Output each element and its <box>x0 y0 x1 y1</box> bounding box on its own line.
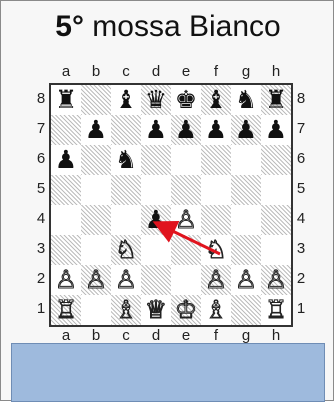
square-b5[interactable] <box>81 175 111 205</box>
square-g5[interactable] <box>231 175 261 205</box>
rank-label: 8 <box>295 85 307 113</box>
square-b1[interactable] <box>81 295 111 325</box>
white-pawn-icon[interactable]: ♙ <box>201 265 231 295</box>
square-h4[interactable] <box>261 205 291 235</box>
file-label: a <box>52 63 80 81</box>
square-g3[interactable] <box>231 235 261 265</box>
white-pawn-icon[interactable]: ♙ <box>111 265 141 295</box>
rank-label: 2 <box>35 265 47 293</box>
square-c5[interactable] <box>111 175 141 205</box>
square-d3[interactable] <box>141 235 171 265</box>
square-a7[interactable] <box>51 115 81 145</box>
white-pawn-icon[interactable]: ♙ <box>51 265 81 295</box>
file-label: f <box>202 63 230 81</box>
black-bishop-icon[interactable]: ♝ <box>201 85 231 115</box>
white-bishop-icon[interactable]: ♗ <box>201 295 231 325</box>
black-bishop-icon[interactable]: ♝ <box>111 85 141 115</box>
white-knight-icon[interactable]: ♘ <box>201 235 231 265</box>
square-b3[interactable] <box>81 235 111 265</box>
page-title: 5° mossa Bianco <box>1 9 334 45</box>
square-h5[interactable] <box>261 175 291 205</box>
black-pawn-icon[interactable]: ♟ <box>141 205 171 235</box>
black-pawn-icon[interactable]: ♟ <box>81 115 111 145</box>
file-label: d <box>142 63 170 81</box>
square-d2[interactable] <box>141 265 171 295</box>
rank-label: 4 <box>295 205 307 233</box>
footer-bar <box>11 343 325 402</box>
black-queen-icon[interactable]: ♛ <box>141 85 171 115</box>
rank-label: 5 <box>35 175 47 203</box>
file-label: g <box>232 63 260 81</box>
white-rook-icon[interactable]: ♖ <box>51 295 81 325</box>
file-label: c <box>112 63 140 81</box>
square-e3[interactable] <box>171 235 201 265</box>
white-rook-icon[interactable]: ♖ <box>261 295 291 325</box>
black-pawn-icon[interactable]: ♟ <box>201 115 231 145</box>
square-f5[interactable] <box>201 175 231 205</box>
white-knight-icon[interactable]: ♘ <box>111 235 141 265</box>
square-a5[interactable] <box>51 175 81 205</box>
black-king-icon[interactable]: ♚ <box>171 85 201 115</box>
white-queen-icon[interactable]: ♕ <box>141 295 171 325</box>
black-rook-icon[interactable]: ♜ <box>261 85 291 115</box>
white-pawn-icon[interactable]: ♙ <box>171 205 201 235</box>
black-rook-icon[interactable]: ♜ <box>51 85 81 115</box>
square-b6[interactable] <box>81 145 111 175</box>
square-e6[interactable] <box>171 145 201 175</box>
rank-label: 7 <box>35 115 47 143</box>
square-f4[interactable] <box>201 205 231 235</box>
square-c4[interactable] <box>111 205 141 235</box>
square-d6[interactable] <box>141 145 171 175</box>
square-g1[interactable] <box>231 295 261 325</box>
rank-label: 1 <box>295 295 307 323</box>
square-b8[interactable] <box>81 85 111 115</box>
file-label: h <box>262 63 290 81</box>
square-g4[interactable] <box>231 205 261 235</box>
move-number: 5° <box>55 10 84 43</box>
rank-label: 4 <box>35 205 47 233</box>
black-pawn-icon[interactable]: ♟ <box>141 115 171 145</box>
white-bishop-icon[interactable]: ♗ <box>111 295 141 325</box>
rank-label: 2 <box>295 265 307 293</box>
rank-label: 7 <box>295 115 307 143</box>
black-knight-icon[interactable]: ♞ <box>111 145 141 175</box>
black-knight-icon[interactable]: ♞ <box>231 85 261 115</box>
rank-label: 6 <box>35 145 47 173</box>
file-label: b <box>82 63 110 81</box>
square-e2[interactable] <box>171 265 201 295</box>
square-e5[interactable] <box>171 175 201 205</box>
square-f6[interactable] <box>201 145 231 175</box>
white-king-icon[interactable]: ♔ <box>171 295 201 325</box>
white-pawn-icon[interactable]: ♙ <box>231 265 261 295</box>
square-c7[interactable] <box>111 115 141 145</box>
rank-label: 3 <box>35 235 47 263</box>
square-b4[interactable] <box>81 205 111 235</box>
white-pawn-icon[interactable]: ♙ <box>81 265 111 295</box>
file-label: e <box>172 63 200 81</box>
move-side-label: mossa Bianco <box>92 10 280 43</box>
square-a3[interactable] <box>51 235 81 265</box>
square-h6[interactable] <box>261 145 291 175</box>
black-pawn-icon[interactable]: ♟ <box>231 115 261 145</box>
rank-label: 5 <box>295 175 307 203</box>
rank-label: 3 <box>295 235 307 263</box>
chess-board[interactable]: ♜♝♛♚♝♞♜♟♟♟♟♟♟♟♞♟♙♘♘♙♙♙♙♙♙♖♗♕♔♗♖ <box>49 83 293 327</box>
black-pawn-icon[interactable]: ♟ <box>171 115 201 145</box>
rank-label: 6 <box>295 145 307 173</box>
black-pawn-icon[interactable]: ♟ <box>51 145 81 175</box>
square-h3[interactable] <box>261 235 291 265</box>
square-a4[interactable] <box>51 205 81 235</box>
square-g6[interactable] <box>231 145 261 175</box>
square-d5[interactable] <box>141 175 171 205</box>
white-pawn-icon[interactable]: ♙ <box>261 265 291 295</box>
rank-label: 1 <box>35 295 47 323</box>
rank-label: 8 <box>35 85 47 113</box>
black-pawn-icon[interactable]: ♟ <box>261 115 291 145</box>
